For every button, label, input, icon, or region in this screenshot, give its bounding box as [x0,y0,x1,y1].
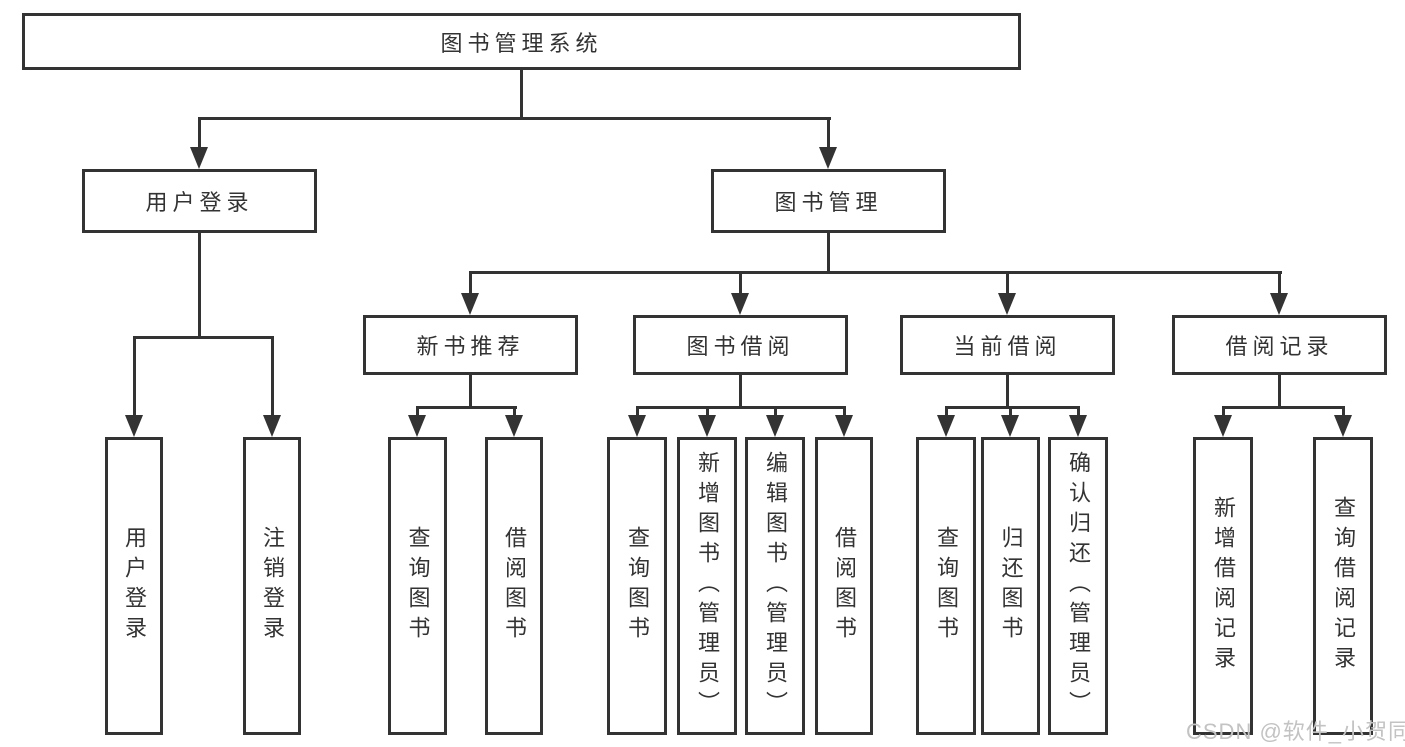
node-new-book-recommend: 新书推荐 [363,315,578,375]
connector-root-drop-right [827,117,830,149]
arrowhead-user-login [190,147,208,169]
arrowhead-newbook-borrow [505,415,523,437]
connector-currentborrow-rail [945,406,1080,409]
node-leaf-cb-return-books-label: 归还图书 [998,526,1024,646]
connector-newbook-stem [469,375,472,406]
connector-bookborrow-drop-4 [843,406,846,415]
connector-bookmgmt-drop-3 [1006,271,1009,293]
connector-userlogin-drop-1 [133,336,136,415]
node-leaf-cb-confirm-return-admin: 确认归还（管理员） [1048,437,1108,735]
arrowhead-book-borrow [731,293,749,315]
connector-newbook-drop-2 [513,406,516,415]
node-current-borrow: 当前借阅 [900,315,1115,375]
node-leaf-bb-add-books-admin: 新增图书（管理员） [677,437,737,735]
node-leaf-bb-borrow-books: 借阅图书 [815,437,873,735]
node-leaf-bb-query-books: 查询图书 [607,437,667,735]
node-borrow-records-label: 借阅记录 [1225,334,1334,359]
connector-currentborrow-drop-1 [945,406,948,415]
node-leaf-user-login: 用户登录 [105,437,163,735]
node-book-management-label: 图书管理 [774,190,883,215]
arrowhead-leaf-user-login [125,415,143,437]
connector-bookmgmt-stem [827,233,830,271]
node-leaf-rec-add-record: 新增借阅记录 [1193,437,1253,735]
node-new-book-recommend-label: 新书推荐 [416,334,525,359]
connector-currentborrow-drop-2 [1009,406,1012,415]
arrowhead-borrow-records [1270,293,1288,315]
node-leaf-rec-query-record-label: 查询借阅记录 [1331,496,1356,676]
node-leaf-bb-add-books-admin-label: 新增图书（管理员） [695,451,720,721]
node-borrow-records: 借阅记录 [1172,315,1387,375]
node-leaf-rec-query-record: 查询借阅记录 [1313,437,1373,735]
node-leaf-bb-edit-books-admin: 编辑图书（管理员） [745,437,805,735]
connector-bookborrow-rail [636,406,846,409]
arrowhead-book-management [819,147,837,169]
connector-bookborrow-drop-1 [636,406,639,415]
arrowhead-current-borrow [998,293,1016,315]
connector-userlogin-stem [198,233,201,336]
node-leaf-cb-confirm-return-admin-label: 确认归还（管理员） [1066,451,1091,721]
csdn-watermark: CSDN @软件_小贺同学 [1186,719,1405,744]
node-root-label: 图书管理系统 [440,30,603,56]
arrowhead-bb-edit [766,415,784,437]
node-leaf-nb-query-books-label: 查询图书 [405,526,431,646]
connector-newbook-drop-1 [416,406,419,415]
node-leaf-bb-borrow-books-label: 借阅图书 [832,526,857,646]
arrowhead-newbook-query [408,415,426,437]
node-user-login-label: 用户登录 [145,190,254,215]
node-leaf-logout-label: 注销登录 [260,526,285,646]
node-leaf-cb-return-books: 归还图书 [981,437,1040,735]
arrowhead-rec-add [1214,415,1232,437]
arrowhead-bb-borrow [835,415,853,437]
connector-bookmgmt-drop-2 [739,271,742,293]
node-leaf-nb-borrow-books: 借阅图书 [485,437,543,735]
connector-root-drop-left [198,117,201,149]
arrowhead-leaf-logout [263,415,281,437]
node-leaf-nb-borrow-books-label: 借阅图书 [502,526,527,646]
node-leaf-bb-query-books-label: 查询图书 [625,526,650,646]
node-leaf-cb-query-books: 查询图书 [916,437,976,735]
connector-newbook-rail [416,406,517,409]
connector-records-stem [1278,375,1281,406]
arrowhead-cb-query [937,415,955,437]
connector-bookmgmt-rail [469,271,1282,274]
connector-bookmgmt-drop-4 [1278,271,1281,293]
connector-bookborrow-drop-2 [706,406,709,415]
node-current-borrow-label: 当前借阅 [953,334,1062,359]
connector-root-rail [198,117,831,120]
node-leaf-nb-query-books: 查询图书 [388,437,447,735]
connector-records-rail [1222,406,1345,409]
node-user-login: 用户登录 [82,169,317,233]
connector-bookborrow-drop-3 [774,406,777,415]
arrowhead-cb-return [1001,415,1019,437]
connector-bookborrow-stem [739,375,742,406]
arrowhead-new-book [461,293,479,315]
arrowhead-bb-add [698,415,716,437]
connector-currentborrow-drop-3 [1077,406,1080,415]
arrowhead-bb-query [628,415,646,437]
connector-root-stem [520,70,523,117]
connector-currentborrow-stem [1006,375,1009,406]
node-root: 图书管理系统 [22,13,1021,70]
connector-userlogin-rail [133,336,274,339]
node-leaf-logout: 注销登录 [243,437,301,735]
node-book-borrow: 图书借阅 [633,315,848,375]
node-book-borrow-label: 图书借阅 [686,334,795,359]
node-book-management: 图书管理 [711,169,946,233]
connector-records-drop-2 [1342,406,1345,415]
connector-bookmgmt-drop-1 [469,271,472,293]
connector-userlogin-drop-2 [271,336,274,415]
node-leaf-rec-add-record-label: 新增借阅记录 [1211,496,1236,676]
arrowhead-cb-confirm [1069,415,1087,437]
node-leaf-cb-query-books-label: 查询图书 [934,526,959,646]
connector-records-drop-1 [1222,406,1225,415]
node-leaf-bb-edit-books-admin-label: 编辑图书（管理员） [763,451,788,721]
arrowhead-rec-query [1334,415,1352,437]
node-leaf-user-login-label: 用户登录 [122,526,147,646]
